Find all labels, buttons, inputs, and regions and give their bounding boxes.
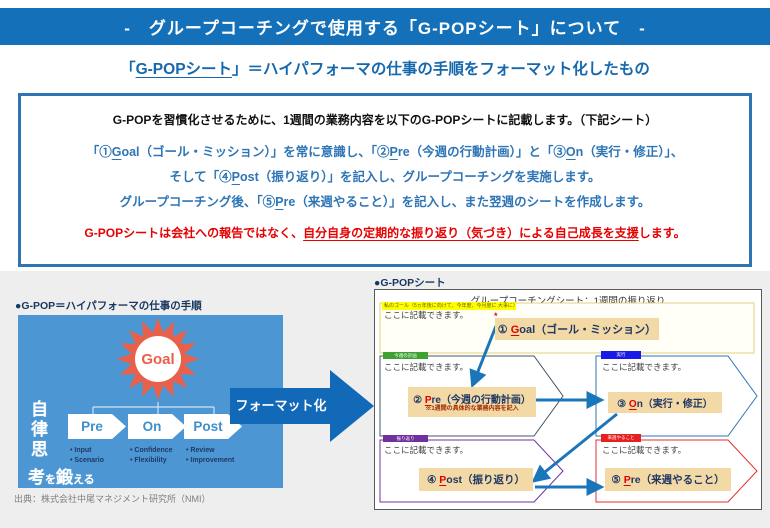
source-credit: 出典：株式会社中尾マネジメント研究所（NMI） <box>14 494 211 504</box>
tag-on: 実行 <box>601 351 641 359</box>
step-chevron-pre: Pre <box>68 414 126 439</box>
tag-pre: 今週の計画 <box>383 352 428 359</box>
post-box: ④ Post（振り返り） <box>419 468 533 491</box>
slogan-horizontal-text: 考を鍛える <box>28 468 95 487</box>
on-box: ③ On（実行・修正） <box>608 392 722 413</box>
format-arrow-label: フォーマット化 <box>235 398 327 413</box>
goal-sun-label: Goal <box>141 351 174 368</box>
banner-title: - グループコーチングで使用する「G-POPシート」について - <box>124 19 646 38</box>
subtitle-rest: 」＝ハイパフォーマの仕事の手順をフォーマット化したもの <box>232 61 650 78</box>
on-bullet-list: Confidence Flexibility <box>130 446 186 465</box>
placeholder-goal: ここに記載できます。 <box>384 310 469 320</box>
placeholder-pre: ここに記載できます。 <box>384 362 469 372</box>
info-box: G-POPを習慣化させるために、1週間の業務内容を以下のG-POPシートに記載し… <box>18 93 752 267</box>
info-line2: 「①Goal（ゴール・ミッション）」を常に意識し、「②Pre（今週の行動計画）」… <box>86 145 684 159</box>
subtitle-sheet-name: G-POPシート <box>135 61 233 78</box>
sheet-title: グループコーチングシート：1週間の振り返り <box>470 296 666 307</box>
gpop-sheet-label: ●G-POPシート <box>374 277 446 289</box>
subtitle-open-bracket: 「 <box>120 61 136 78</box>
tag-post: 振り返り <box>383 435 428 442</box>
goal-box: ① Goal（ゴール・ミッション） <box>495 318 659 340</box>
gpop-sheet: グループコーチングシート：1週間の振り返り 私のゴール（5ヵ年後に向けて、今年度… <box>374 289 762 510</box>
info-line3: そして「④Post（振り返り）」を記入し、グループコーチングを実施します。 <box>169 170 601 184</box>
arrow-goal-to-pre <box>469 325 498 389</box>
goal-sun-icon: Goal <box>117 318 199 400</box>
gpop-process-label: ●G-POP＝ハイパフォーマの仕事の手順 <box>15 300 202 312</box>
pre-box: ② Pre（今週の行動計画） ※1週間の具体的な業務内容を記入 <box>408 387 536 417</box>
placeholder-on: ここに記載できます。 <box>602 362 687 372</box>
arrow-on-to-post <box>531 412 618 483</box>
slogan-vertical-text: 自律思 <box>31 400 48 459</box>
pre-bullet-list: Input Scenario <box>70 446 126 465</box>
info-red-line: G-POPシートは会社への報告ではなく、自分自身の定期的な振り返り（気づき）によ… <box>84 226 686 240</box>
next-pre-box: ⑤ Pre（来週やること） <box>605 468 731 491</box>
info-line4: グループコーチング後、「⑤Pre（来週やること）」を記入し、また翌週のシートを作… <box>119 195 651 209</box>
placeholder-post: ここに記載できます。 <box>384 445 469 455</box>
goal-note-highlight: 私のゴール（5ヵ年後に向けて、今年度、今月度に 大事に） <box>382 302 516 310</box>
red-asterisk: * <box>494 311 498 321</box>
placeholder-next-pre: ここに記載できます。 <box>602 445 687 455</box>
info-line1: G-POPを習慣化させるために、1週間の業務内容を以下のG-POPシートに記載し… <box>112 113 658 127</box>
pre-box-subtext: ※1週間の具体的な業務内容を記入 <box>425 406 519 412</box>
post-bullet-list: Review Improvement <box>186 446 242 465</box>
format-arrow-icon <box>230 370 374 442</box>
info-paragraph-blue: 「①Goal（ゴール・ミッション）」を常に意識し、「②Pre（今週の行動計画）」… <box>21 140 749 215</box>
tag-next-pre: 来週やること <box>601 434 641 442</box>
top-banner: - グループコーチングで使用する「G-POPシート」について - <box>0 8 770 45</box>
sun-connector-lines <box>92 402 215 414</box>
step-chevron-on: On <box>128 414 186 439</box>
subtitle: 「G-POPシート」＝ハイパフォーマの仕事の手順をフォーマット化したもの <box>0 57 770 79</box>
